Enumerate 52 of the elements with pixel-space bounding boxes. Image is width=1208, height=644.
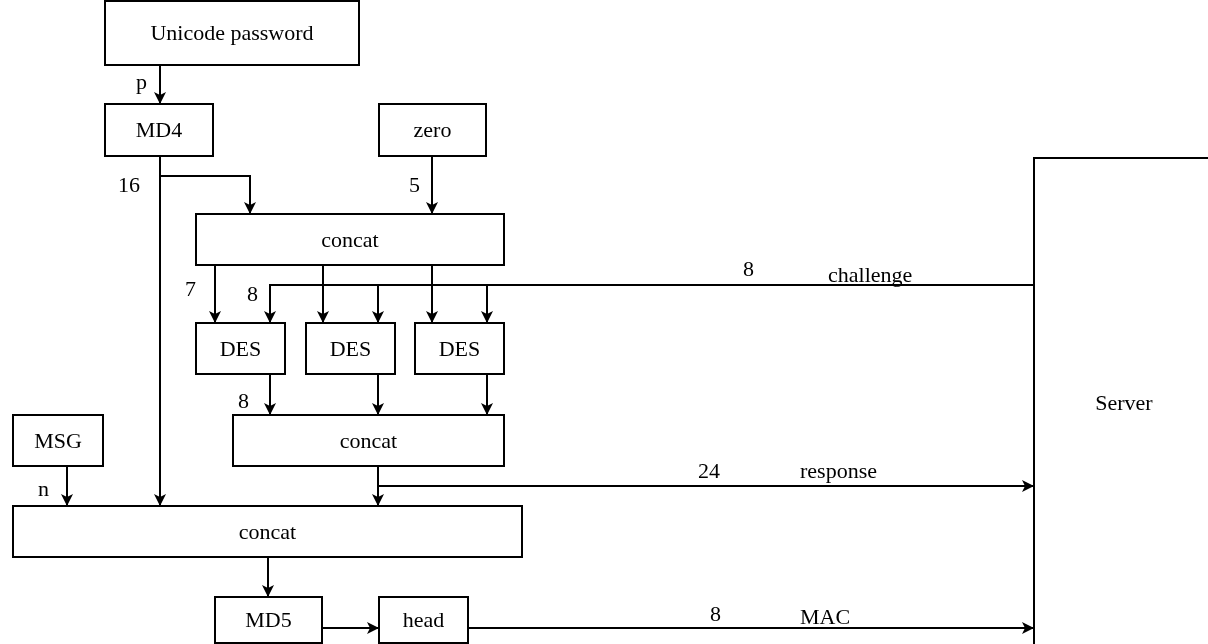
process-box bbox=[378, 596, 469, 644]
box-label: DES bbox=[438, 337, 481, 360]
byte-count-label: 24 bbox=[698, 460, 720, 482]
arrow bbox=[61, 466, 73, 506]
process-box bbox=[305, 322, 396, 375]
box-label: Unicode password bbox=[150, 22, 314, 44]
box-label: head bbox=[402, 609, 445, 631]
box-label: zero bbox=[413, 119, 452, 141]
box-label: concat bbox=[339, 429, 398, 452]
arrow bbox=[468, 622, 1034, 634]
box-label: MD5 bbox=[245, 609, 292, 631]
box-label: DES bbox=[219, 337, 262, 360]
edge-label: 7 bbox=[185, 278, 196, 300]
process-box bbox=[378, 103, 487, 157]
edge-label: challenge bbox=[828, 264, 913, 286]
process-box bbox=[104, 103, 214, 157]
arrow bbox=[481, 374, 493, 415]
box-label: MD4 bbox=[135, 119, 183, 141]
box-label: Server bbox=[1095, 392, 1153, 414]
process-box bbox=[12, 414, 104, 467]
edge-label: MAC bbox=[800, 606, 851, 628]
process-box bbox=[195, 213, 505, 266]
process-box bbox=[214, 596, 323, 644]
byte-count-label: 8 bbox=[743, 258, 754, 280]
arrow bbox=[154, 65, 166, 104]
edge-label: response bbox=[800, 460, 877, 482]
arrow bbox=[262, 557, 274, 597]
edge-label: 16 bbox=[118, 174, 140, 196]
arrow bbox=[372, 374, 384, 415]
edge-label: n bbox=[38, 478, 49, 500]
server-box bbox=[1033, 157, 1208, 644]
edge-label: 5 bbox=[409, 174, 420, 196]
process-box bbox=[414, 322, 505, 375]
arrow bbox=[209, 265, 221, 323]
byte-count-label: 8 bbox=[247, 283, 258, 305]
arrow bbox=[322, 622, 379, 634]
box-label: concat bbox=[321, 228, 379, 251]
edge-label: p bbox=[136, 71, 147, 93]
byte-count-label: 8 bbox=[238, 390, 249, 412]
arrow bbox=[317, 265, 329, 323]
process-box bbox=[195, 322, 286, 375]
arrow bbox=[426, 156, 438, 214]
box-label: MSG bbox=[34, 429, 82, 452]
box-label: DES bbox=[329, 337, 372, 360]
byte-count-label: 8 bbox=[710, 603, 721, 625]
arrow bbox=[264, 374, 276, 415]
process-box bbox=[104, 0, 360, 66]
box-label: concat bbox=[238, 520, 297, 543]
arrow bbox=[154, 156, 166, 506]
arrow bbox=[426, 265, 438, 323]
process-box bbox=[232, 414, 505, 467]
process-box bbox=[12, 505, 523, 558]
